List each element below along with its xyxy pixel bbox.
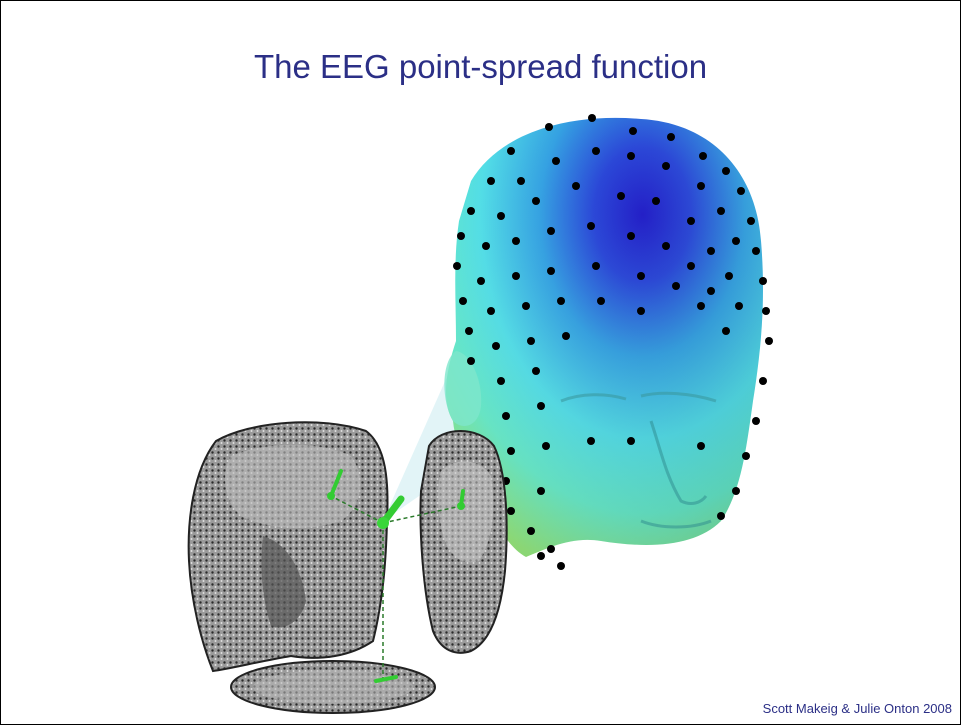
slide-credit: Scott Makeig & Julie Onton 2008 — [763, 701, 952, 716]
mri-slices-icon — [189, 422, 507, 713]
